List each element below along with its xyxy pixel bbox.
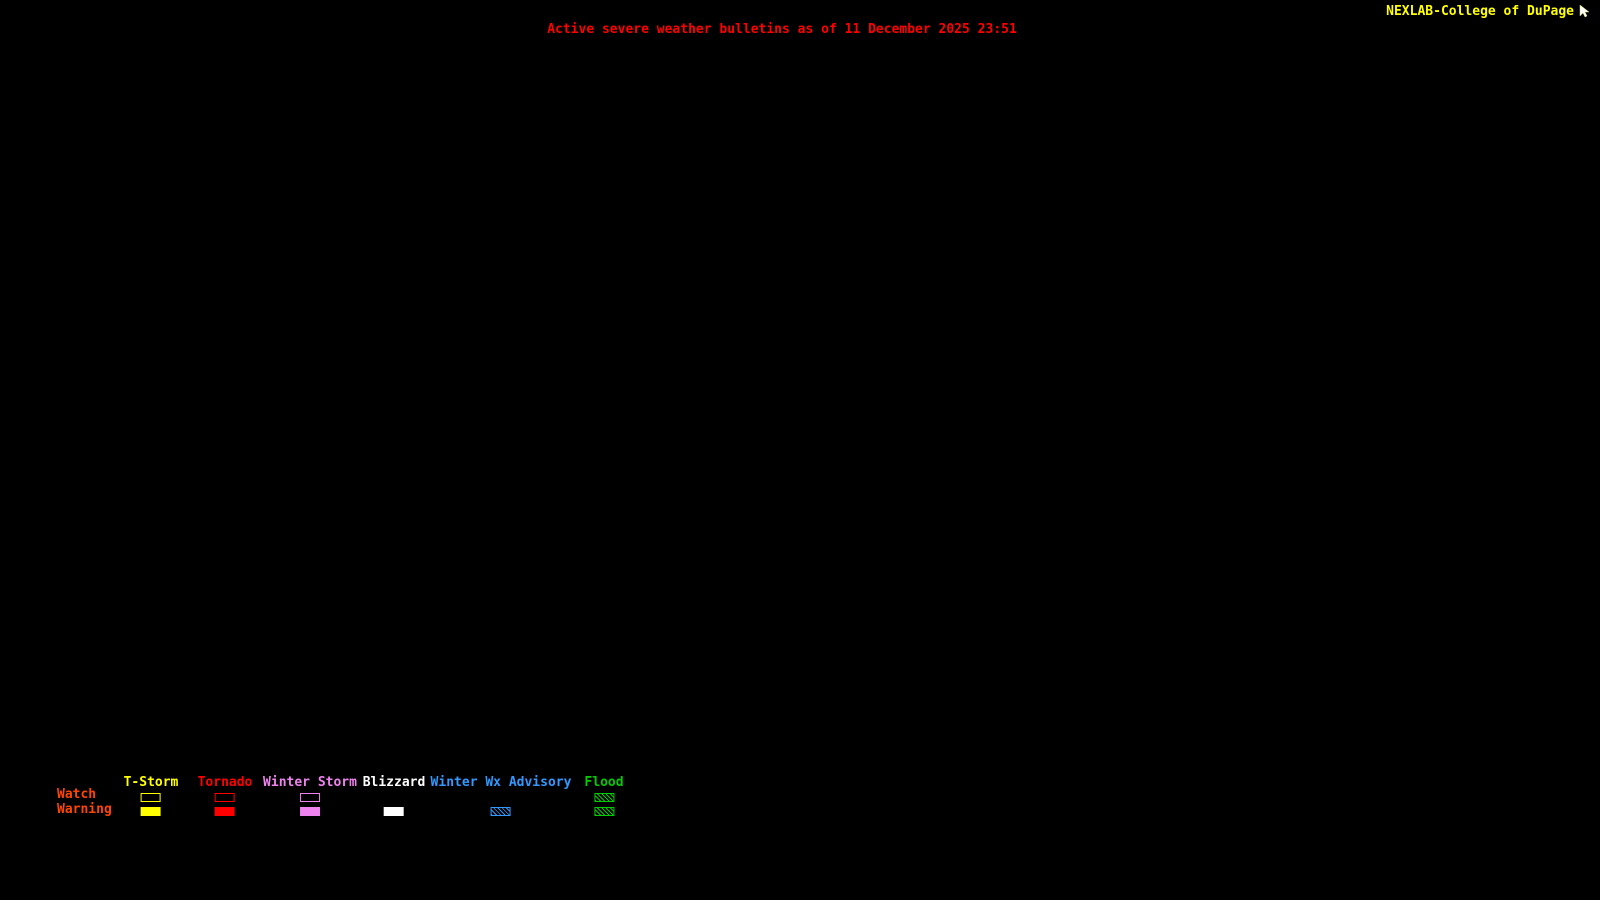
legend-label-tstorm: T-Storm bbox=[123, 775, 179, 790]
flood-warning-swatch bbox=[593, 807, 614, 816]
flood-watch-swatch bbox=[593, 793, 614, 802]
legend-label-tornado: Tornado bbox=[197, 775, 253, 790]
legend-column-winter-storm: Winter Storm bbox=[263, 776, 357, 816]
winter-storm-watch-swatch bbox=[299, 793, 320, 802]
tstorm-warning-swatch bbox=[140, 807, 161, 816]
legend-row-label-watch: Watch bbox=[57, 787, 97, 802]
legend-label-winter-storm: Winter Storm bbox=[263, 775, 357, 790]
tornado-watch-swatch bbox=[214, 793, 235, 802]
winter-wx-advisory-warning-swatch bbox=[490, 807, 511, 816]
brand-text: NEXLAB-College of DuPage bbox=[1386, 4, 1574, 19]
tornado-warning-swatch bbox=[214, 807, 235, 816]
legend-column-tornado: Tornado bbox=[197, 775, 253, 816]
legend-label-blizzard: Blizzard bbox=[362, 775, 426, 790]
winter-storm-warning-swatch bbox=[299, 807, 320, 816]
legend-label-flood: Flood bbox=[584, 775, 624, 790]
legend-column-flood: Flood bbox=[584, 775, 624, 816]
mouse-pointer-icon bbox=[1579, 3, 1591, 18]
legend-column-tstorm: T-Storm bbox=[123, 775, 179, 816]
bulletin-status-title: Active severe weather bulletins as of 11… bbox=[547, 22, 1017, 37]
tstorm-watch-swatch bbox=[140, 793, 161, 802]
legend-column-blizzard: Blizzard bbox=[362, 775, 426, 816]
legend: Watch Warning T-Storm Tornado Winter Sto… bbox=[0, 776, 720, 826]
legend-row-label-warning: Warning bbox=[57, 802, 112, 817]
legend-column-winter-wx-advisory: Winter Wx Advisory bbox=[430, 775, 572, 816]
blizzard-warning-swatch bbox=[384, 807, 404, 816]
legend-label-winter-wx-advisory: Winter Wx Advisory bbox=[430, 775, 572, 790]
